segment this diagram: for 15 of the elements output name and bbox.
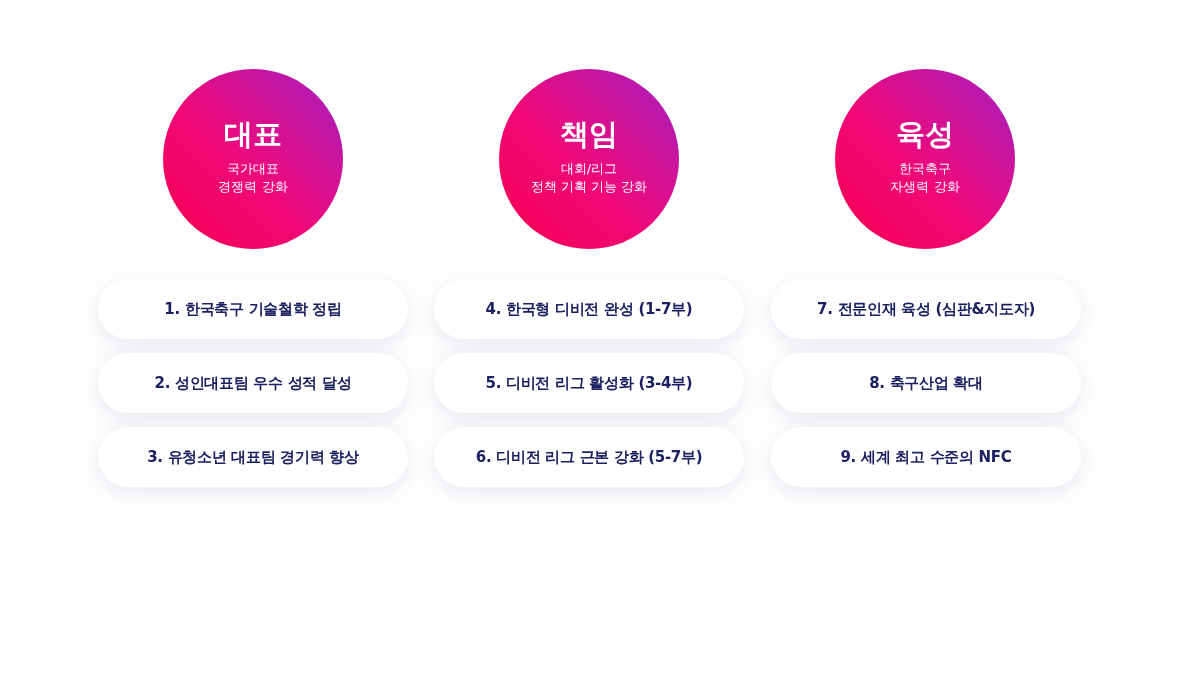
circle-subtitle: 한국축구 자생력 강화 xyxy=(890,160,960,196)
goal-text: 5. 디비전 리그 활성화 (3-4부) xyxy=(485,373,693,393)
goal-text: 7. 전문인재 육성 (심판&지도자) xyxy=(817,299,1035,319)
goal-text: 3. 유청소년 대표팀 경기력 향상 xyxy=(147,447,359,467)
goal-text: 8. 축구산업 확대 xyxy=(869,373,983,393)
circle-heading: 대표 xyxy=(224,116,282,152)
circle-subtitle: 국가대표 경쟁력 강화 xyxy=(218,160,288,196)
circle-heading: 책임 xyxy=(560,116,618,152)
goal-text: 9. 세계 최고 수준의 NFC xyxy=(840,447,1012,467)
circle-subtitle: 대회/리그 정책 기획 기능 강화 xyxy=(530,160,648,196)
goal-text: 1. 한국축구 기술철학 정립 xyxy=(164,299,342,319)
goal-text: 6. 디비전 리그 근본 강화 (5-7부) xyxy=(475,447,703,467)
circle-heading: 육성 xyxy=(896,116,954,152)
goal-text: 4. 한국형 디비전 완성 (1-7부) xyxy=(485,299,693,319)
goal-text: 2. 성인대표팀 우수 성적 달성 xyxy=(154,373,352,393)
